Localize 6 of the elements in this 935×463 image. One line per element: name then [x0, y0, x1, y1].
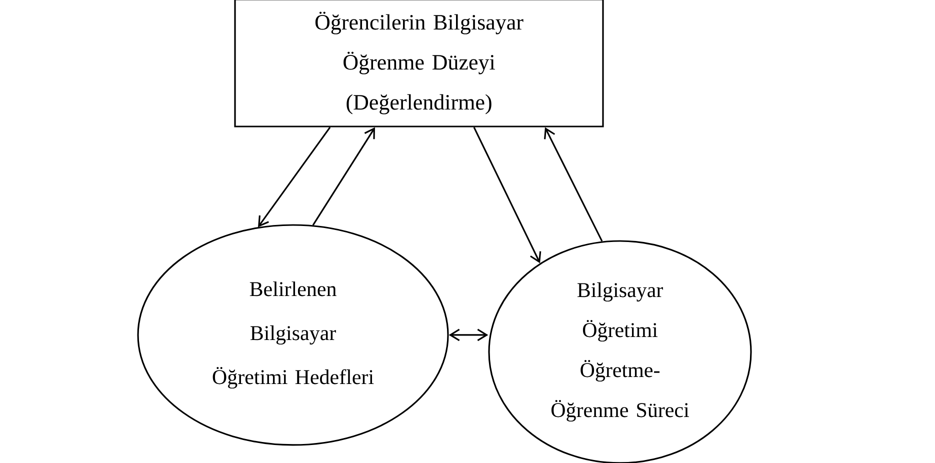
arrow	[544, 127, 603, 242]
arrow	[312, 127, 375, 226]
arrow	[448, 328, 488, 342]
arrow	[473, 126, 542, 264]
arrow	[258, 126, 331, 228]
assessment-box: Öğrencilerin Bilgisayar Öğrenme Düzeyi (Değerlendirme)	[234, 0, 604, 128]
